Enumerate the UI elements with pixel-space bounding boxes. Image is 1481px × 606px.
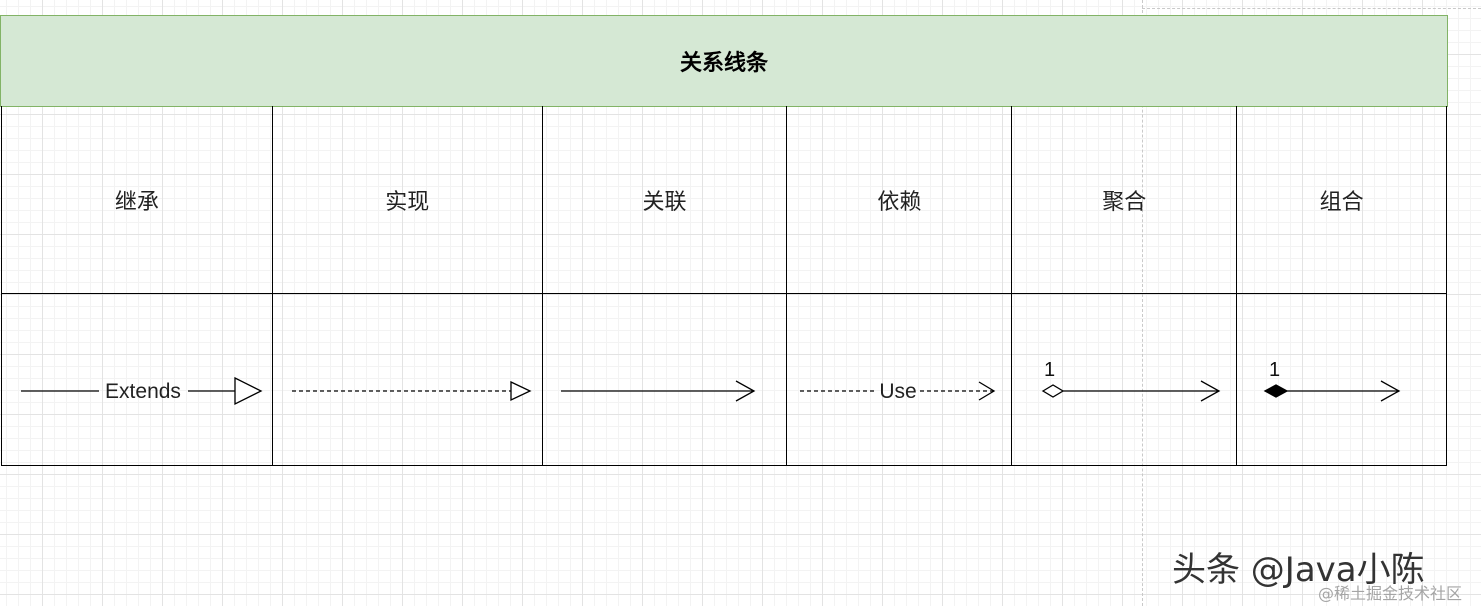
open-arrow-icon	[735, 380, 755, 402]
composition-line-icon: 1	[1263, 359, 1401, 402]
hollow-diamond-icon	[1042, 384, 1065, 398]
column-name[interactable]: 依赖	[787, 106, 1012, 294]
hollow-triangle-arrow-icon	[234, 376, 263, 406]
open-arrow-icon	[979, 381, 996, 401]
column-realization: 实现	[272, 106, 543, 465]
table-grid: 继承 Extends 实现 关联	[1, 106, 1447, 466]
column-aggregation: 聚合 1	[1012, 106, 1238, 465]
inheritance-line-icon: Extends	[21, 376, 263, 406]
table-title[interactable]: 关系线条	[0, 15, 1448, 107]
column-dependency: 依赖 Use	[787, 106, 1013, 465]
watermark-main: 头条 @Java小陈	[1172, 550, 1425, 590]
column-association: 关联	[542, 106, 788, 465]
column-name[interactable]: 关联	[542, 106, 787, 294]
column-name[interactable]: 实现	[272, 106, 542, 294]
filled-diamond-icon	[1263, 384, 1289, 398]
line-label: Extends	[105, 380, 181, 403]
line-cell[interactable]	[273, 294, 542, 465]
line-label: Use	[880, 380, 917, 403]
column-composition: 组合 1	[1237, 106, 1447, 465]
realization-line-icon	[291, 380, 532, 402]
column-name[interactable]: 聚合	[1012, 106, 1237, 294]
canvas-guide-horizontal	[1142, 8, 1481, 9]
multiplicity-label: 1	[1269, 359, 1280, 381]
line-cell[interactable]	[543, 294, 787, 465]
relationship-table[interactable]: 关系线条 继承 Extends 实现	[0, 15, 1448, 467]
line-cell[interactable]: 1	[1012, 294, 1236, 465]
multiplicity-label: 1	[1044, 359, 1055, 381]
column-name[interactable]: 继承	[2, 106, 272, 294]
line-cell[interactable]: 1	[1237, 294, 1446, 465]
aggregation-line-icon: 1	[1042, 359, 1221, 402]
open-arrow-icon	[1200, 380, 1221, 402]
line-cell[interactable]: Use	[787, 294, 1011, 465]
column-name[interactable]: 组合	[1237, 106, 1446, 294]
column-inheritance: 继承 Extends	[2, 106, 273, 465]
hollow-triangle-arrow-icon	[510, 380, 532, 402]
open-arrow-icon	[1380, 380, 1401, 402]
dependency-line-icon: Use	[800, 380, 996, 403]
line-cell[interactable]: Extends	[2, 294, 272, 465]
association-line-icon	[560, 380, 755, 402]
canvas-guide-vertical	[1142, 0, 1143, 606]
watermark-sub: @稀土掘金技术社区	[1318, 584, 1463, 603]
